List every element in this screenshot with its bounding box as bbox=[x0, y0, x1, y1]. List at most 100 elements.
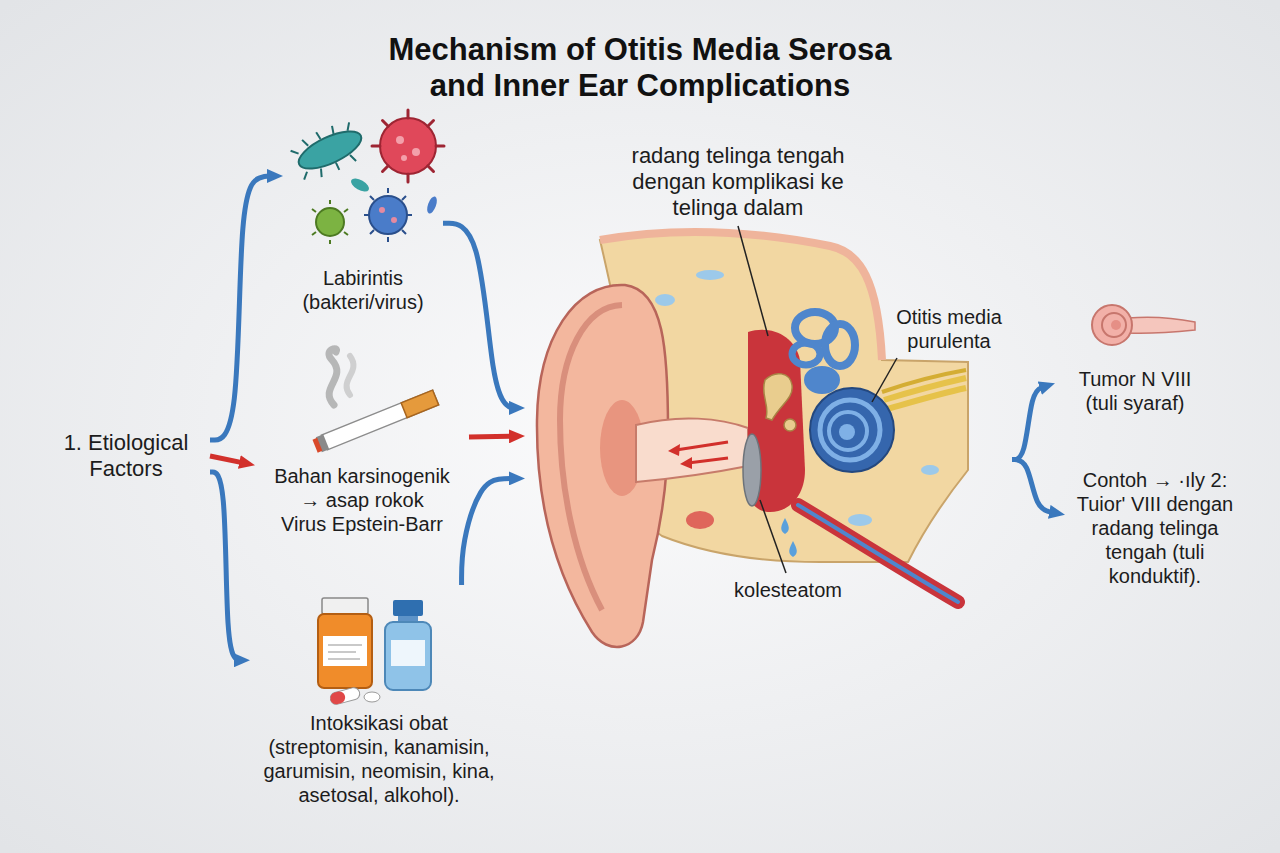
ear-illustration bbox=[696, 270, 724, 280]
microbe-icon bbox=[316, 208, 344, 236]
medicine-icon bbox=[328, 645, 362, 659]
microbe-icon bbox=[294, 124, 367, 176]
diagram-title: Mechanism of Otitis Media Serosa and Inn… bbox=[365, 32, 915, 104]
microbe-icon bbox=[288, 116, 370, 185]
connector-group bbox=[210, 176, 1053, 660]
node-text: Virus Epstein-Barr bbox=[263, 512, 461, 536]
ear-illustration bbox=[848, 514, 872, 526]
microbe-icon bbox=[372, 110, 444, 182]
node-text: 1. Etiological Factors bbox=[50, 430, 202, 482]
outcome-item: Contoh → ·ıly 2: Tuior' VIII dengan rada… bbox=[1065, 462, 1245, 594]
cigarette-icon bbox=[347, 356, 354, 395]
ear-region: radang telinga tengah dengan komplikasi … bbox=[525, 140, 1012, 610]
factor-root: 1. Etiological Factors bbox=[42, 424, 210, 488]
ear-illustration bbox=[784, 419, 796, 431]
callout-label: radang telinga tengah dengan komplikasi … bbox=[603, 143, 873, 221]
ear-illustration bbox=[792, 343, 820, 365]
ear-illustration bbox=[884, 388, 966, 410]
ear-illustration bbox=[789, 541, 797, 557]
ear-illustration bbox=[825, 324, 855, 366]
ear-illustration bbox=[676, 442, 728, 450]
microbe-icon bbox=[396, 136, 404, 144]
nerve-tumor-icon bbox=[1128, 317, 1195, 333]
medicine-icon bbox=[329, 690, 347, 705]
medicine-icon bbox=[391, 640, 425, 666]
cigarette-icon bbox=[312, 349, 439, 454]
microbe-icon bbox=[312, 200, 348, 244]
ear-illustration bbox=[680, 457, 692, 469]
medicine-icon bbox=[329, 686, 361, 705]
microbe-icon bbox=[369, 196, 407, 234]
ear-illustration bbox=[820, 400, 880, 460]
microbe-icon bbox=[379, 207, 385, 213]
nerve-tumor-icon bbox=[1102, 313, 1126, 337]
node-text: Tumor N VIII (tuli syaraf) bbox=[1063, 367, 1207, 415]
cigarette-icon bbox=[312, 438, 322, 453]
cigarette-icon bbox=[329, 349, 337, 405]
ear-illustration bbox=[636, 418, 748, 482]
leader-line bbox=[738, 226, 897, 573]
ear-illustration bbox=[686, 511, 714, 529]
title-holder: Mechanism of Otitis Media Serosa and Inn… bbox=[365, 32, 915, 104]
ear-illustration bbox=[804, 366, 840, 394]
cigarette-icon bbox=[312, 390, 439, 454]
microbe-icon bbox=[391, 217, 397, 223]
microbe-icon bbox=[364, 188, 412, 242]
ear-illustration bbox=[537, 232, 968, 647]
medicine-icon bbox=[318, 598, 431, 706]
ear-illustration bbox=[839, 424, 855, 440]
medicine-icon bbox=[329, 686, 361, 705]
leader-line bbox=[760, 500, 786, 573]
medicine-icon bbox=[323, 636, 367, 666]
node-text: Labirintis (bakteri/virus) bbox=[291, 266, 435, 314]
flow-arrow bbox=[1012, 387, 1044, 460]
flow-arrow bbox=[469, 434, 513, 440]
nerve-tumor-icon bbox=[1092, 305, 1195, 345]
flow-arrow bbox=[1012, 460, 1053, 513]
ear-illustration bbox=[688, 458, 728, 463]
nerve-tumor-icon bbox=[1092, 305, 1132, 345]
medicine-icon bbox=[322, 598, 368, 614]
ear-illustration bbox=[764, 374, 793, 420]
callout-label: Otitis media purulenta bbox=[888, 305, 1010, 353]
factor-item: Intoksikasi obat (streptomisin, kanamisi… bbox=[250, 585, 508, 813]
callout-label: kolesteatom bbox=[728, 578, 848, 602]
microbe-icon bbox=[401, 155, 407, 161]
ear-illustration bbox=[921, 465, 939, 475]
node-text: Intoksikasi obat (streptomisin, kanamisi… bbox=[258, 711, 500, 807]
leader-line bbox=[738, 226, 768, 336]
outcome-item: Tumor N VIII (tuli syaraf) bbox=[1055, 295, 1215, 421]
node-text: Bahan karsinogenik → asap rokok bbox=[263, 464, 461, 512]
microbe-icon bbox=[425, 195, 439, 215]
flow-arrow bbox=[210, 456, 243, 463]
node-text: Contoh → ·ıly 2: Tuior' VIII dengan rada… bbox=[1073, 468, 1237, 588]
flow-arrow bbox=[443, 223, 513, 408]
factor-item: Bahan karsinogenik → asap rokokVirus Eps… bbox=[255, 340, 469, 542]
ear-illustration bbox=[743, 434, 761, 506]
flow-arrow bbox=[462, 478, 513, 585]
factor-item: Labirintis (bakteri/virus) bbox=[283, 105, 443, 320]
ear-illustration bbox=[882, 370, 966, 392]
ear-illustration bbox=[810, 388, 894, 472]
flow-arrow bbox=[210, 472, 238, 660]
cigarette-icon bbox=[321, 390, 438, 450]
microbe-icon bbox=[288, 110, 444, 244]
leader-line bbox=[872, 358, 897, 402]
microbe-icon bbox=[412, 148, 420, 156]
microbe-icon bbox=[288, 118, 366, 185]
ear-illustration bbox=[829, 412, 867, 450]
ear-illustration bbox=[781, 518, 789, 534]
nerve-tumor-icon bbox=[1111, 320, 1121, 330]
medicine-icon bbox=[364, 692, 380, 702]
ear-illustration bbox=[655, 294, 675, 306]
cigarette-icon bbox=[401, 390, 439, 418]
ear-illustration bbox=[668, 444, 680, 456]
microbe-icon bbox=[349, 176, 371, 195]
medicine-icon bbox=[318, 614, 372, 688]
medicine-icon bbox=[385, 622, 431, 690]
medicine-icon bbox=[393, 600, 423, 616]
